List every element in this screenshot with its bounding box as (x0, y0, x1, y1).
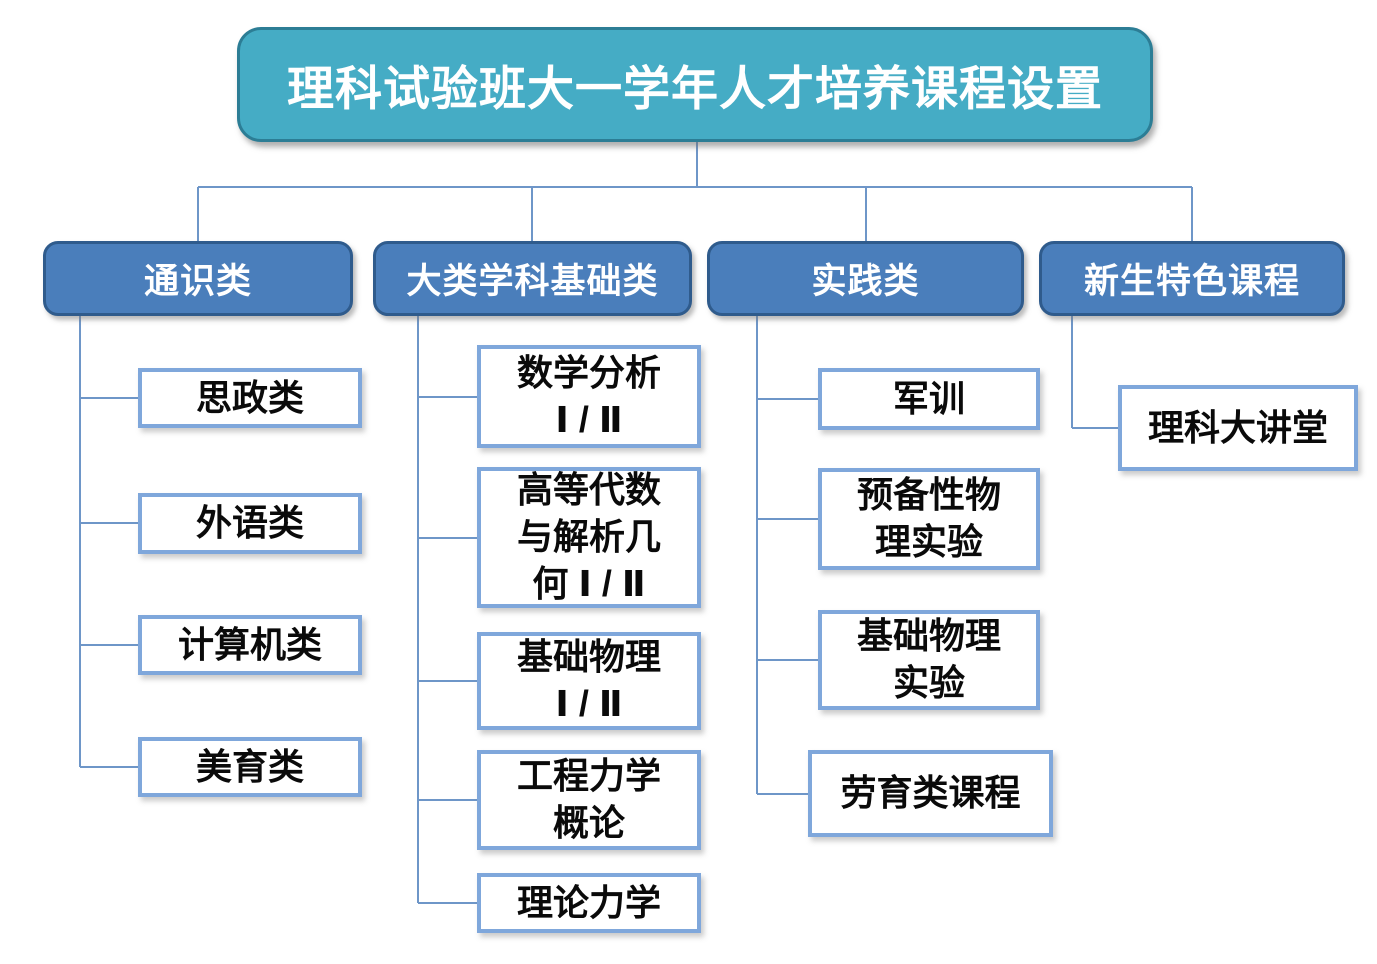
category-box-discipline-foundation: 大类学科基础类 (373, 241, 692, 316)
leaf-box: 美育类 (138, 737, 362, 797)
leaf-box: 高等代数 与解析几 何 Ⅰ / Ⅱ (477, 467, 701, 608)
connector-col4-tree (1071, 316, 1118, 429)
leaf-box: 基础物理 Ⅰ / Ⅱ (477, 632, 701, 730)
connector-col1-tree (79, 316, 138, 768)
leaf-box: 预备性物 理实验 (818, 468, 1040, 570)
diagram-title: 理科试验班大一学年人才培养课程设置 (237, 27, 1153, 142)
connector-title-tree (197, 142, 1193, 241)
category-box-general: 通识类 (43, 241, 353, 316)
category-box-freshman-special: 新生特色课程 (1039, 241, 1345, 316)
leaf-box: 军训 (818, 368, 1040, 430)
leaf-box: 工程力学 概论 (477, 750, 701, 850)
leaf-box: 理论力学 (477, 873, 701, 933)
leaf-box: 计算机类 (138, 615, 362, 675)
leaf-box: 思政类 (138, 368, 362, 428)
category-box-practice: 实践类 (707, 241, 1024, 316)
leaf-box: 劳育类课程 (808, 750, 1053, 837)
connector-col2-tree (417, 316, 477, 904)
leaf-box: 数学分析 Ⅰ / Ⅱ (477, 345, 701, 448)
leaf-box: 基础物理 实验 (818, 610, 1040, 710)
connector-col3-tree (756, 316, 818, 795)
leaf-box: 理科大讲堂 (1118, 385, 1358, 471)
leaf-box: 外语类 (138, 493, 362, 554)
